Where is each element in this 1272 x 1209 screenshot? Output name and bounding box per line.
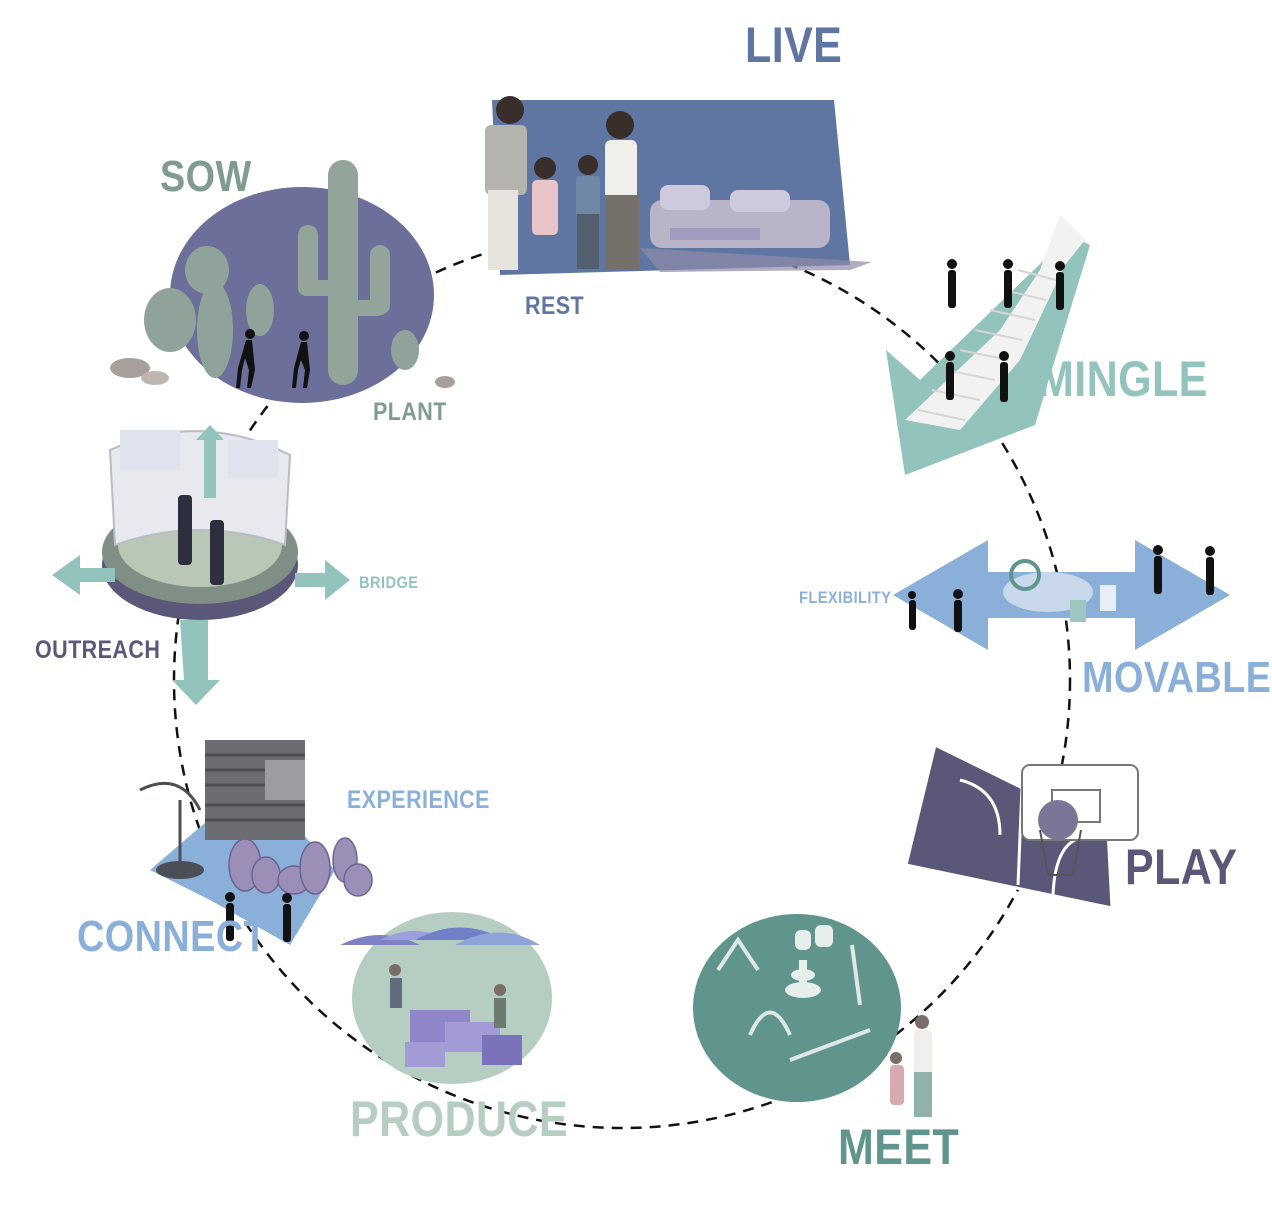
label-produce: PRODUCE xyxy=(350,1091,569,1147)
label-movable: MOVABLE xyxy=(1082,653,1272,702)
label-rest: REST xyxy=(525,292,585,320)
label-mingle: MINGLE xyxy=(1038,351,1208,407)
label-outreach: OUTREACH xyxy=(35,636,161,664)
cactus-icon xyxy=(110,160,455,403)
label-play: PLAY xyxy=(1125,839,1238,895)
label-flexibility: FLEXIBILITY xyxy=(799,588,892,607)
double-arrow-icon xyxy=(893,540,1230,650)
market-umbrellas-icon xyxy=(340,912,552,1084)
label-sow: SOW xyxy=(160,152,252,201)
park-meet-icon xyxy=(693,914,932,1117)
outreach-platform-icon xyxy=(52,425,350,705)
connect-kiosk-icon xyxy=(139,740,373,945)
label-live: LIVE xyxy=(745,17,843,73)
label-connect: CONNECT xyxy=(77,912,268,961)
staircase-arrow-icon xyxy=(886,215,1090,475)
basketball-court-icon xyxy=(904,742,1139,910)
label-plant: PLANT xyxy=(373,398,447,426)
label-meet: MEET xyxy=(838,1119,960,1175)
label-bridge: BRIDGE xyxy=(359,573,419,592)
label-experience: EXPERIENCE xyxy=(347,786,490,814)
family-living-room-icon xyxy=(485,96,872,275)
